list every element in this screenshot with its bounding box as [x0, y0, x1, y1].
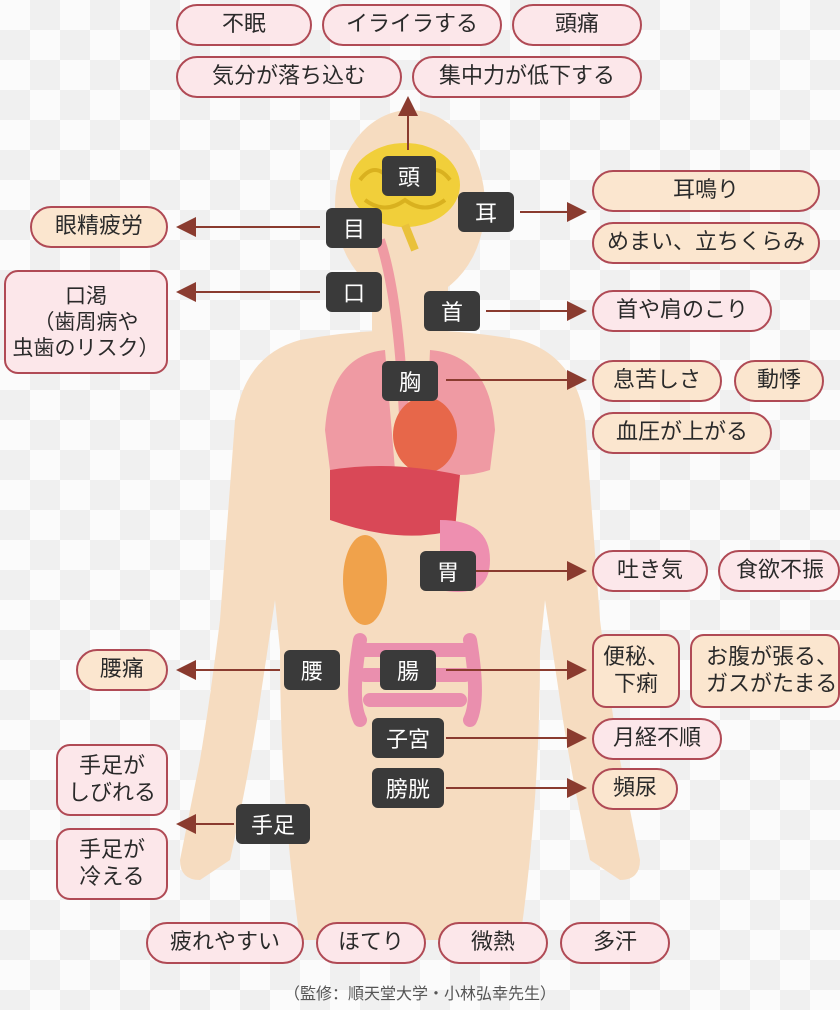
symptom-sweating: 多汗: [560, 922, 670, 964]
symptom-dry-mouth-line1: 口渇: [65, 283, 107, 308]
organ-label-eye: 目: [326, 208, 382, 248]
symptom-tinnitus: 耳鳴り: [592, 170, 820, 212]
organ-label-neck: 首: [424, 291, 480, 331]
symptom-cold-line2: 冷える: [79, 865, 145, 890]
symptom-stiff-shoulders: 首や肩のこり: [592, 290, 772, 332]
symptom-depressed-mood: 気分が落ち込む: [176, 56, 402, 98]
symptom-dry-mouth-line3: 虫歯のリスク）: [12, 336, 160, 361]
liver-organ: [330, 466, 460, 536]
symptom-numbness-line2: しびれる: [67, 781, 156, 806]
symptom-limb-numbness: 手足が しびれる: [56, 744, 168, 816]
symptom-bloating-line1: お腹が張る、: [706, 644, 839, 670]
organ-label-ear: 耳: [458, 192, 514, 232]
symptom-poor-concentration: 集中力が低下する: [412, 56, 642, 98]
arrows: [176, 96, 587, 834]
symptom-dry-mouth: 口渇 （歯周病や 虫歯のリスク）: [4, 270, 168, 374]
symptom-breathlessness: 息苦しさ: [592, 360, 722, 402]
organ-label-waist: 腰: [284, 650, 340, 690]
organ-label-uterus: 子宮: [372, 718, 444, 758]
symptom-irregular-menstruation: 月経不順: [592, 718, 722, 760]
symptom-eye-strain: 眼精疲労: [30, 206, 168, 248]
symptom-headache: 頭痛: [512, 4, 642, 46]
symptom-bloating-line2: ガスがたまる: [706, 672, 838, 697]
symptom-dry-mouth-line2: （歯周病や: [33, 309, 139, 334]
symptom-numbness-line1: 手足が: [78, 753, 145, 779]
symptom-frequent-urination: 頻尿: [592, 768, 678, 810]
symptom-fatigue: 疲れやすい: [146, 922, 304, 964]
organ-label-mouth: 口: [326, 272, 382, 312]
symptom-irritability: イライラする: [322, 4, 502, 46]
credit-note: （監修：順天堂大学・小林弘幸先生）: [283, 984, 556, 1003]
organ-label-stomach: 胃: [420, 551, 476, 591]
organ-label-bladder: 膀胱: [372, 768, 444, 808]
symptom-palpitations: 動悸: [734, 360, 824, 402]
symptom-cold-line1: 手足が: [78, 837, 145, 863]
symptom-constipation-line1: 便秘、: [602, 644, 669, 670]
symptom-slight-fever: 微熱: [438, 922, 548, 964]
symptom-hot-flashes: ほてり: [316, 922, 426, 964]
kidney-organ: [343, 535, 387, 625]
symptom-cold-limbs: 手足が 冷える: [56, 828, 168, 900]
organ-label-intestine: 腸: [380, 650, 436, 690]
organ-label-limbs: 手足: [236, 804, 310, 844]
symptom-nausea: 吐き気: [592, 550, 708, 592]
symptom-back-pain: 腰痛: [76, 649, 168, 691]
organ-label-head: 頭: [382, 156, 436, 196]
symptom-bloating: お腹が張る、 ガスがたまる: [690, 634, 840, 708]
symptom-high-blood-pressure: 血圧が上がる: [592, 412, 772, 454]
organ-label-chest: 胸: [382, 361, 438, 401]
symptom-loss-of-appetite: 食欲不振: [718, 550, 840, 592]
heart-organ: [393, 397, 457, 473]
symptom-dizziness: めまい、立ちくらみ: [592, 222, 820, 264]
symptom-constipation-diarrhea: 便秘、 下痢: [592, 634, 680, 708]
symptom-constipation-line2: 下痢: [613, 672, 658, 697]
symptom-insomnia: 不眠: [176, 4, 312, 46]
